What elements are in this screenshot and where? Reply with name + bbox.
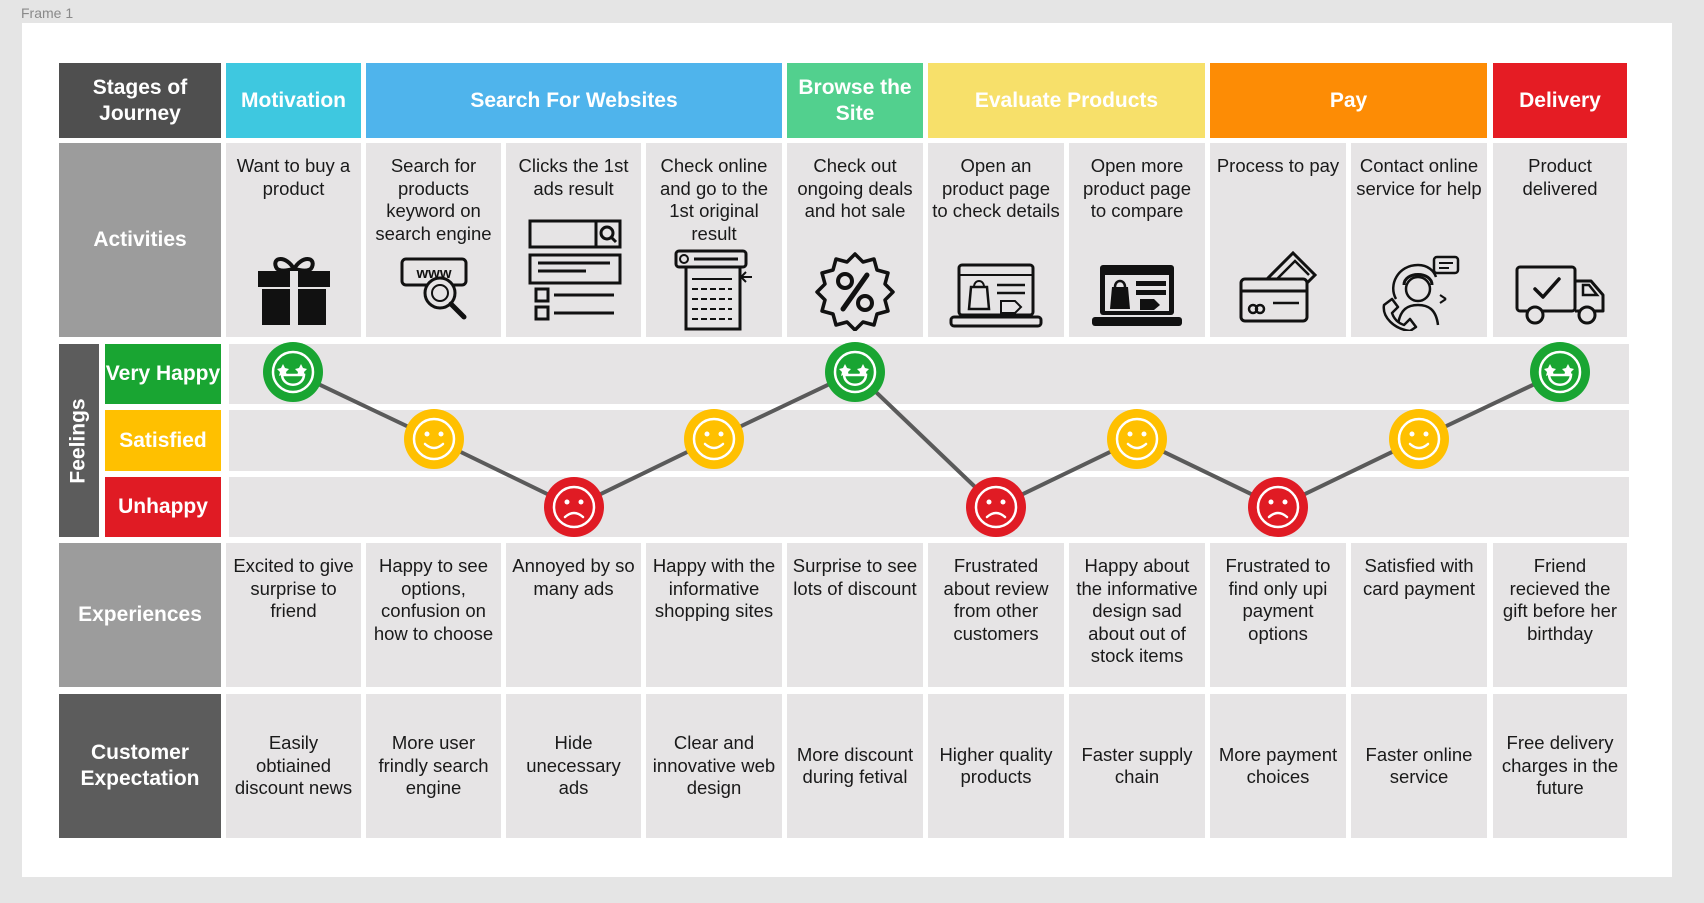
credit-card-icon [1239,250,1318,323]
feeling-band-very-happy [229,344,1629,404]
expectation-cell: More user frindly search engine [366,694,501,838]
experience-text: Surprise to see lots of discount [792,555,918,599]
activity-text: Search for products keyword on search en… [375,155,492,244]
feelings-line [292,369,1561,510]
expectation-cell: Hide unecessary ads [506,694,641,838]
experience-text: Happy about the informative design sad a… [1076,555,1198,666]
expectation-cell: Faster online service [1351,694,1487,838]
laptop-shop-filled-icon [1092,265,1182,326]
experience-text: Annoyed by so many ads [512,555,635,599]
frame-label: Frame 1 [21,5,74,21]
emoji-very-happy-icon [1530,342,1590,402]
activity-text: Check online and go to the 1st original … [659,155,768,244]
emoji-unhappy-icon [544,477,604,537]
activity-cell: Open more product page to compare [1069,143,1205,337]
emoji-satisfied-icon [404,409,464,469]
experience-cell: Frustrated to find only upi payment opti… [1210,543,1346,687]
experience-text: Excited to give surprise to friend [233,555,354,621]
expectation-cell: More payment choices [1210,694,1346,838]
stage-pay: Pay [1210,63,1487,138]
activity-text: Open an product page to check details [932,155,1060,221]
emoji-very-happy-icon [263,342,323,402]
expectation-cell: Faster supply chain [1069,694,1205,838]
feeling-label-unhappy: Unhappy [105,477,221,537]
activity-text: Open more product page to compare [1082,155,1191,221]
stage-browse-the-site: Browse the Site [787,63,923,138]
emoji-unhappy-icon [1248,477,1308,537]
activity-text: Clicks the 1st ads result [518,155,629,199]
activity-text: Process to pay [1216,155,1340,176]
www-search-icon: www [400,257,467,320]
expectation-cell: Free delivery charges in the future [1493,694,1627,838]
activity-cell: Check online and go to the 1st original … [646,143,782,337]
stage-delivery: Delivery [1493,63,1627,138]
expectation-cell: Clear and innovative web design [646,694,782,838]
row-label-feelings: Feelings [59,344,99,537]
activity-cell: Check out ongoing deals and hot sale [787,143,923,337]
activity-cell: Clicks the 1st ads result [506,143,641,337]
delivery-truck-icon [1515,265,1605,325]
stage-search-for-websites: Search For Websites [366,63,782,138]
feeling-label-satisfied: Satisfied [105,410,221,471]
emoji-satisfied-icon [684,409,744,469]
emoji-satisfied-icon [1389,409,1449,469]
expectation-cell: Higher quality products [928,694,1064,838]
activity-cell: Contact online service for help [1351,143,1487,337]
activity-cell: Search for products keyword on search en… [366,143,501,337]
feeling-band-unhappy [229,477,1629,537]
row-label-activities: Activities [59,143,221,337]
customer-support-icon [1382,255,1460,331]
experience-text: Happy to see options, confusion on how t… [373,555,494,644]
expectation-cell: Easily obtiained discount news [226,694,361,838]
stage-motivation: Motivation [226,63,361,138]
experience-cell: Surprise to see lots of discount [787,543,923,687]
feeling-label-very-happy: Very Happy [105,344,221,404]
activity-cell: Product delivered [1493,143,1627,337]
experience-cell: Happy about the informative design sad a… [1069,543,1205,687]
row-label-experiences: Experiences [59,543,221,687]
experience-cell: Annoyed by so many ads [506,543,641,687]
activity-text: Check out ongoing deals and hot sale [797,155,913,221]
experience-cell: Friend recieved the gift before her birt… [1493,543,1627,687]
row-label-stages: Stages of Journey [59,63,221,138]
emoji-very-happy-icon [825,342,885,402]
search-results-icon [528,219,621,321]
activity-text: Product delivered [1522,155,1598,199]
activity-text: Contact online service for help [1356,155,1482,199]
experience-cell: Satisfied with card payment [1351,543,1487,687]
experience-text: Friend recieved the gift before her birt… [1502,555,1618,644]
experience-cell: Frustrated about review from other custo… [928,543,1064,687]
row-label-customer-expectation: Customer Expectation [59,694,221,838]
expectation-cell: More discount during fetival [787,694,923,838]
activity-cell: Want to buy a product [226,143,361,337]
experience-text: Satisfied with card payment [1362,555,1476,599]
emoji-satisfied-icon [1107,409,1167,469]
activity-cell: Open an product page to check details [928,143,1064,337]
experience-cell: Excited to give surprise to friend [226,543,361,687]
laptop-shop-icon [949,263,1043,328]
experience-text: Happy with the informative shopping site… [652,555,776,621]
activity-text: Want to buy a product [236,155,351,199]
experience-cell: Happy with the informative shopping site… [646,543,782,687]
experience-text: Frustrated to find only upi payment opti… [1225,555,1331,644]
gift-icon [257,257,330,325]
stage-evaluate-products: Evaluate Products [928,63,1205,138]
discount-badge-icon [815,252,895,331]
experience-cell: Happy to see options, confusion on how t… [366,543,501,687]
experience-text: Frustrated about review from other custo… [943,555,1049,644]
web-page-icon [674,249,752,331]
activity-cell: Process to pay [1210,143,1346,337]
emoji-unhappy-icon [966,477,1026,537]
